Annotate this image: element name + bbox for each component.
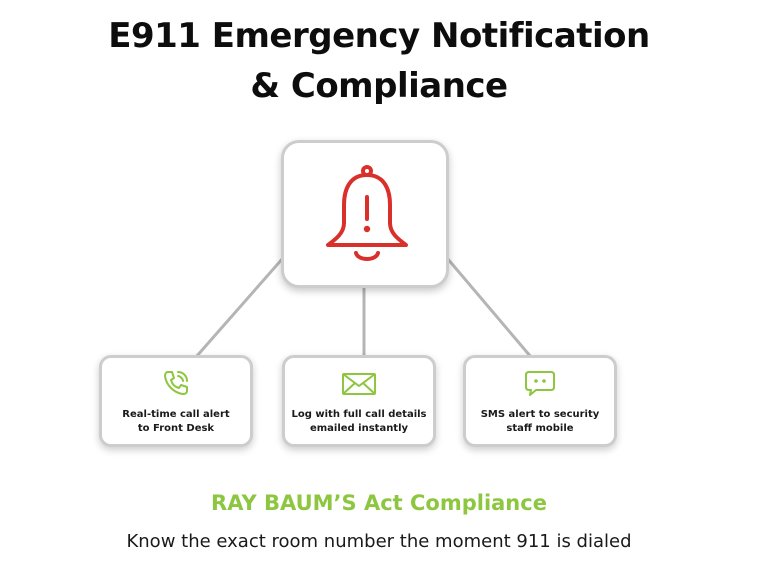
sms-alert-card: SMS alert to security staff mobile <box>463 355 617 447</box>
chat-bubble-icon <box>525 371 555 396</box>
card-label: Log with full call details emailed insta… <box>291 409 427 434</box>
connector-line-left <box>194 257 285 358</box>
phone-ringing-icon <box>164 371 188 395</box>
email-log-card: Log with full call details emailed insta… <box>282 355 436 447</box>
alarm-bell-icon <box>326 165 408 261</box>
card-label: SMS alert to security staff mobile <box>480 409 600 434</box>
card-label: Real-time call alert to Front Desk <box>122 409 230 434</box>
emergency-alert-hub <box>281 140 449 288</box>
front-desk-alert-card: Real-time call alert to Front Desk <box>99 355 253 447</box>
compliance-heading: RAY BAUM’S Act Compliance <box>211 491 547 515</box>
page-title-line-2: & Compliance <box>250 66 508 106</box>
connector-line-right <box>445 257 533 358</box>
envelope-icon <box>342 373 376 395</box>
compliance-tagline: Know the exact room number the moment 91… <box>126 531 632 552</box>
page-title-line-1: E911 Emergency Notification <box>108 16 650 56</box>
